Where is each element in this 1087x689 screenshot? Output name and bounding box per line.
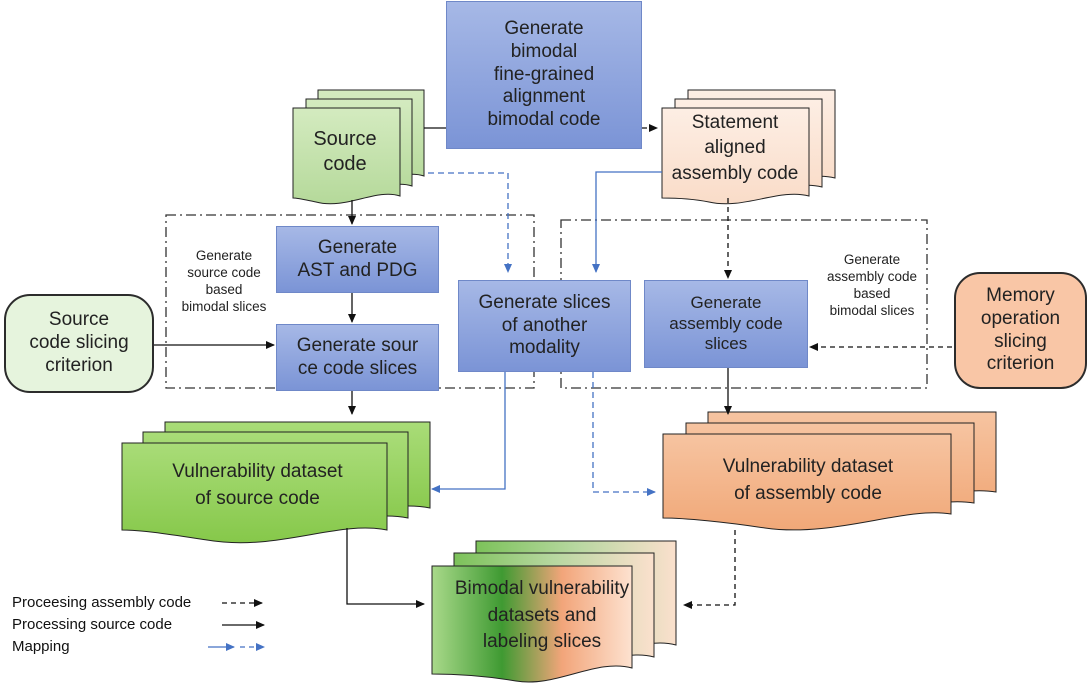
generate-source-slices-box: Generate sour ce code slices xyxy=(276,324,439,391)
generate-ast-box: Generate AST and PDG xyxy=(276,226,439,293)
memory-criterion-label: Memory operation slicing criterion xyxy=(980,284,1061,375)
assembly-group-annotation: Generate assembly code based bimodal sli… xyxy=(826,252,918,318)
assembly-dataset-doc xyxy=(662,411,997,531)
source-criterion-label: Source code slicing criterion xyxy=(29,309,129,376)
generate-ast-label: Generate AST and PDG xyxy=(297,236,418,281)
source-criterion-box: Source code slicing criterion xyxy=(4,294,154,393)
arrow-assembly-dataset-to-bimodal xyxy=(683,530,736,609)
arrow-source-dataset-to-bimodal xyxy=(346,528,425,608)
memory-criterion-box: Memory operation slicing criterion xyxy=(954,272,1087,389)
arrow-another-to-source-dataset xyxy=(431,372,506,493)
generate-another-modality-box: Generate slices of another modality xyxy=(458,280,631,372)
source-code-doc xyxy=(292,89,425,205)
source-dataset-label: Vulnerability dataset of source code xyxy=(172,461,343,509)
bimodal-alignment-label: Generate bimodal fine-grained alignment … xyxy=(487,18,601,131)
arrow-mapping-statement-to-another xyxy=(592,171,662,273)
statement-aligned-doc xyxy=(661,89,836,205)
generate-source-slices-label: Generate sour ce code slices xyxy=(296,334,419,379)
legend-mapping-text: Mapping xyxy=(12,638,70,655)
generate-assembly-slices-label: Generate assembly code slices xyxy=(669,293,783,354)
bimodal-dataset-label: Bimodal vulnerability datasets and label… xyxy=(454,578,630,653)
legend-source-text: Processing source code xyxy=(12,616,173,633)
arrow-mapping-source-to-another xyxy=(428,172,512,273)
legend-assembly-text: Proceesing assembly code xyxy=(12,594,192,611)
bimodal-alignment-box: Generate bimodal fine-grained alignment … xyxy=(446,1,642,149)
generate-another-modality-label: Generate slices of another modality xyxy=(478,291,611,359)
bimodal-dataset-doc xyxy=(431,540,677,683)
generate-assembly-slices-box: Generate assembly code slices xyxy=(644,280,808,368)
arrow-another-to-assembly-dataset xyxy=(592,372,656,496)
source-group-annotation: Generate source code based bimodal slice… xyxy=(181,248,267,314)
statement-aligned-label: Statement aligned assembly code xyxy=(671,112,799,184)
source-code-label: Source code xyxy=(313,128,377,175)
assembly-dataset-label: Vulnerability dataset of assembly code xyxy=(722,456,894,504)
source-dataset-doc xyxy=(121,421,431,544)
